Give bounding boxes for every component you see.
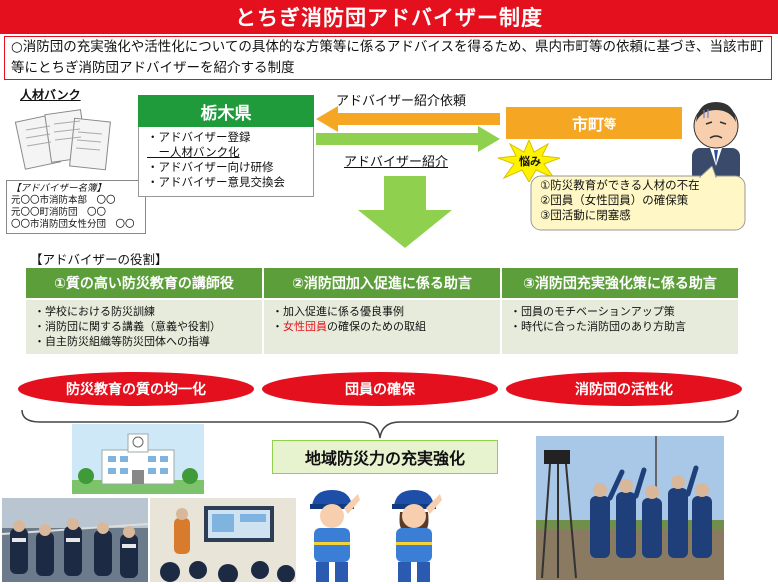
request-arrow-label: アドバイザー紹介依頼	[336, 94, 467, 109]
worry-burst-icon	[497, 140, 561, 182]
role-point: ・消防団に関する講義（意義や役割）	[34, 320, 221, 333]
role-point: ・団員のモチベーションアップ策	[510, 305, 675, 318]
worry-item: ②団員（女性団員）の確保策	[540, 193, 689, 207]
role-2-body: ・加入促進に係る優良事例 ・女性団員の確保のための取組	[264, 300, 500, 354]
worry-list: ①防災教育ができる人材の不在 ②団員（女性団員）の確保策 ③団活動に閉塞感	[540, 178, 740, 223]
summary-brace	[21, 409, 739, 439]
worry-label: 悩み	[519, 155, 541, 168]
page-title: とちぎ消防団アドバイザー制度	[0, 0, 778, 34]
role-point: ・加入促進に係る優良事例	[272, 305, 404, 318]
firefighter-woman-icon	[392, 490, 442, 582]
classroom-photo	[150, 498, 296, 582]
introduce-arrow-label: アドバイザー紹介	[344, 155, 449, 170]
firefighter-man-icon	[310, 490, 360, 582]
introduce-arrow	[316, 126, 500, 152]
role-point: ・学校における防災訓練	[34, 305, 155, 318]
outcome-ellipse: 団員の確保	[262, 372, 498, 406]
down-arrow	[358, 176, 452, 248]
request-arrow	[316, 106, 500, 132]
role-3-body: ・団員のモチベーションアップ策 ・時代に合った消防団のあり方助言	[502, 300, 738, 354]
roster-line: 元〇〇市消防本部 〇〇	[11, 195, 116, 206]
worry-item: ③団活動に閉塞感	[540, 208, 631, 222]
task-item: ・アドバイザー登録	[147, 130, 251, 144]
prefecture-tasks: ・アドバイザー登録 ー人材バンク化 ・アドバイザー向け研修 ・アドバイザー意見交…	[138, 127, 314, 197]
roster-title: 【アドバイザー名簿】	[11, 183, 107, 194]
task-item: ・アドバイザー意見交換会	[147, 175, 285, 189]
municipality-name: 市町	[571, 115, 604, 134]
roles-heading: 【アドバイザーの役割】	[30, 252, 168, 267]
role-1-header: ①質の高い防災教育の講師役	[26, 268, 262, 298]
worry-bubble	[530, 166, 746, 231]
role-point: ・自主防災組織等防災団体への指導	[34, 335, 210, 348]
role-3-header: ③消防団充実強化策に係る助言	[502, 268, 738, 298]
outcome-ellipse: 防災教育の質の均一化	[18, 372, 254, 406]
document-stack-icon	[14, 109, 111, 171]
role-2-header: ②消防団加入促進に係る助言	[264, 268, 500, 298]
municipality-header: 市町 等	[506, 107, 682, 139]
outcome-ellipse: 消防団の活性化	[506, 372, 742, 406]
highlight-text: 女性団員	[283, 320, 327, 333]
roster-line: 〇〇市消防団女性分団 〇〇	[11, 219, 135, 230]
role-1-body: ・学校における防災訓練 ・消防団に関する講義（意義や役割） ・自主防災組織等防災…	[26, 300, 262, 354]
municipality-suffix: 等	[604, 116, 617, 131]
team-photo	[536, 436, 724, 580]
jinzai-bank-label: 人材バンク	[20, 88, 81, 102]
task-item: ・アドバイザー向け研修	[147, 160, 274, 174]
task-item: ー人材バンク化	[147, 145, 240, 159]
role-point: ・時代に合った消防団のあり方助言	[510, 320, 686, 333]
adviser-roster-card: 【アドバイザー名簿】 元〇〇市消防本部 〇〇 元〇〇町消防団 〇〇 〇〇市消防団…	[6, 180, 146, 234]
goal-box: 地域防災力の充実強化	[272, 440, 498, 474]
prefecture-header: 栃木県	[138, 95, 314, 127]
roster-line: 元〇〇町消防団 〇〇	[11, 207, 107, 218]
training-photo	[2, 498, 148, 582]
school-illustration	[72, 424, 204, 494]
role-point: ・女性団員の確保のための取組	[272, 320, 426, 333]
worry-item: ①防災教育ができる人材の不在	[540, 178, 700, 192]
intro-text: ○消防団の充実強化や活性化についての具体的な方策等に係るアドバイスを得るため、県…	[4, 36, 772, 80]
